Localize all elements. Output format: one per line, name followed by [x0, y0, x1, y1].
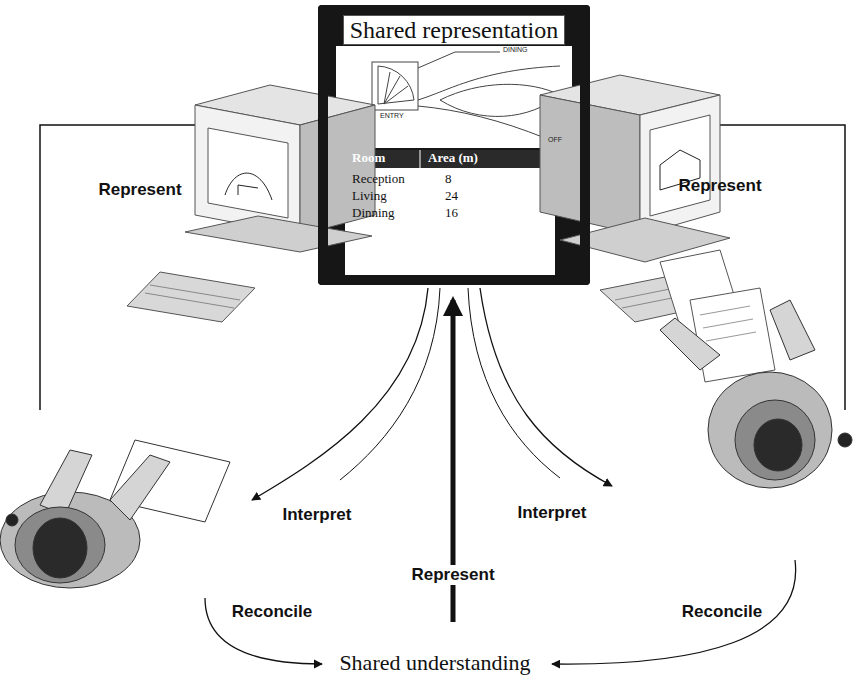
left-computer — [145, 285, 240, 308]
floor-plan-sketch — [418, 66, 560, 100]
table-cell: 16 — [445, 206, 458, 221]
right-person — [708, 372, 832, 488]
right-computer — [700, 306, 756, 341]
table-cell: 24 — [445, 189, 458, 204]
left-person — [110, 440, 230, 522]
right-computer — [540, 95, 640, 235]
floor-plan-sketch — [418, 52, 500, 68]
table-header-cell: Area (m) — [428, 151, 478, 166]
right-computer — [640, 95, 720, 235]
reconcile-arrow — [205, 598, 322, 664]
flow-label: Reconcile — [682, 602, 762, 622]
room-tag: DINING — [503, 46, 528, 54]
left-person — [6, 514, 18, 526]
right-computer — [650, 115, 710, 216]
right-person — [838, 433, 852, 447]
table-area — [345, 150, 555, 278]
room-tag: ENTRY — [380, 112, 404, 120]
flow-label: Represent — [678, 176, 761, 196]
shared-display: Shared representation — [318, 5, 590, 285]
right-person — [754, 419, 802, 471]
left-person — [33, 518, 87, 578]
floor-plan-sketch — [372, 62, 418, 110]
interpret-arrow — [252, 288, 428, 500]
left-computer — [208, 128, 288, 218]
flow-label: Reconcile — [232, 602, 312, 622]
screen-title: Shared representation — [343, 15, 566, 45]
left-computer — [127, 85, 375, 322]
table-divider — [420, 150, 421, 168]
outcome-label: Shared understanding — [339, 650, 530, 675]
floor-plan-sketch — [372, 52, 560, 138]
left-computer — [225, 173, 272, 200]
table-cell: Living — [352, 189, 387, 204]
right-person — [735, 400, 815, 480]
flow-label: Represent — [98, 180, 181, 200]
room-tag: OFF — [548, 136, 562, 144]
table-header-cell: Room — [352, 151, 385, 166]
left-person — [0, 440, 230, 588]
flow-label: Interpret — [518, 503, 587, 523]
right-person — [660, 300, 852, 488]
table-cell: 8 — [445, 172, 452, 187]
left-computer — [127, 272, 255, 322]
flow-label: Interpret — [283, 505, 352, 525]
interpret-line — [340, 288, 440, 480]
left-computer — [185, 216, 372, 252]
left-person — [110, 455, 170, 520]
table-header — [345, 150, 555, 168]
left-person — [40, 450, 92, 515]
floor-plan-sketch — [384, 72, 408, 104]
table-cell: Reception — [352, 172, 405, 187]
right-person — [660, 318, 720, 370]
interpret-arrow — [480, 288, 612, 486]
left-person — [15, 507, 105, 583]
right-person — [770, 300, 815, 360]
floor-plan-sketch — [418, 106, 545, 138]
interpret-line — [468, 288, 560, 478]
flow-label: Represent — [408, 565, 497, 585]
floor-plan-sketch — [378, 66, 414, 104]
right-computer — [540, 75, 775, 382]
represent-arrow — [40, 125, 312, 410]
left-computer — [195, 105, 300, 235]
reconcile-arrow — [552, 560, 796, 664]
table-cell: Dinning — [352, 206, 395, 221]
